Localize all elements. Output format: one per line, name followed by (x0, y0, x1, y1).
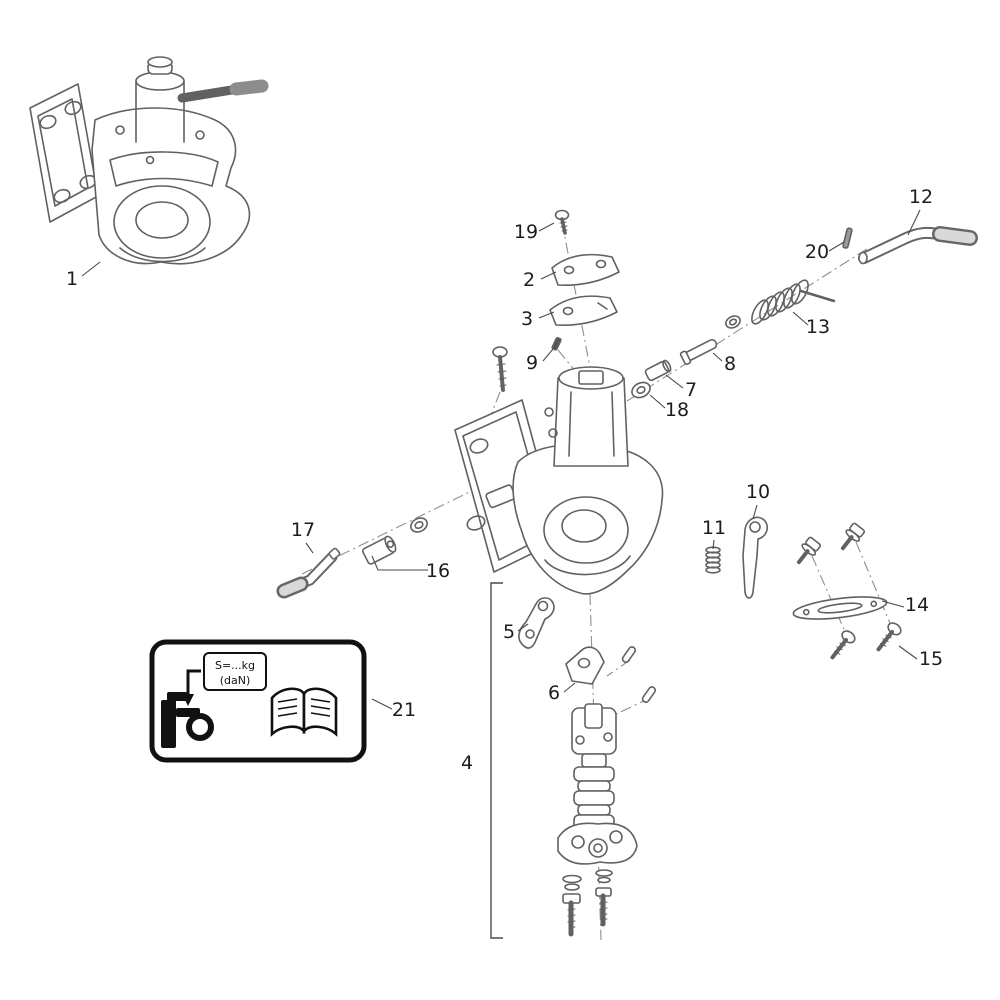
part-1-latch (109, 151, 219, 187)
part-19-screw (554, 209, 570, 235)
callout-15: 15 (919, 648, 943, 670)
part-1-cylinder (135, 81, 185, 143)
callout-19: 19 (514, 221, 538, 243)
callout-1: 1 (66, 268, 78, 290)
callout-16: 16 (426, 560, 450, 582)
axis-bolt-flange (485, 391, 501, 429)
part-8-pin (679, 338, 718, 366)
axis-bolt-left (811, 555, 847, 635)
callout-6: 6 (548, 682, 560, 704)
part-17-handle (276, 547, 341, 599)
callout-11: 11 (702, 517, 726, 539)
callout-18: 18 (665, 399, 689, 421)
part-15-screw-bottom-left (830, 630, 856, 660)
part-4-washer-a (562, 874, 582, 884)
part-15-bolt-top-right (840, 522, 866, 551)
part-2-latch-plate (551, 253, 620, 287)
decal-hitch-icon (161, 692, 214, 748)
part-15-bolt-top-left (796, 536, 822, 565)
part-16-sleeve (362, 517, 428, 565)
axis-bolt-right (855, 541, 893, 629)
part-15-screw-bottom-right (876, 622, 902, 652)
decal-load-box (203, 652, 267, 691)
callout-9: 9 (526, 352, 538, 374)
callout-labels: 1 2 3 4 5 6 7 8 9 10 11 12 13 14 15 16 1… (66, 186, 943, 774)
part-21-decal: S=...kg (daN) (149, 639, 367, 763)
part-7-bushing (644, 359, 672, 382)
part-20-pin (842, 227, 853, 249)
decal-unit-text: (daN) (220, 674, 251, 687)
part-16-washer (410, 517, 428, 533)
part-6-yoke (565, 646, 657, 704)
part-1-assembled-view (29, 56, 269, 265)
callout-21: 21 (392, 699, 416, 721)
part-4-lower-coupling (557, 703, 638, 937)
leader-lines (81, 209, 921, 710)
part-6-pin-a (621, 646, 637, 664)
part-10-lever (742, 516, 768, 599)
main-body-assembly (454, 366, 664, 595)
callout-10: 10 (746, 481, 770, 503)
callout-5: 5 (503, 621, 515, 643)
callout-7: 7 (685, 379, 697, 401)
part-1-handle-grip (229, 79, 269, 96)
part-5-link (518, 597, 555, 649)
callout-8: 8 (724, 353, 736, 375)
callout-14: 14 (905, 594, 929, 616)
callout-12: 12 (909, 186, 933, 208)
part-9-pin (492, 336, 562, 392)
callout-2: 2 (523, 269, 535, 291)
tower (553, 377, 629, 467)
part-3-latch-plate (549, 295, 618, 327)
part-11-spring (705, 546, 721, 574)
callout-4: 4 (461, 752, 473, 774)
part-14-plate (792, 596, 888, 620)
callout-13: 13 (806, 316, 830, 338)
decal-manual-book-icon (270, 687, 338, 737)
spring-washer (725, 315, 741, 329)
tower-opening (578, 370, 604, 385)
callout-20: 20 (805, 241, 829, 263)
callout-17: 17 (291, 519, 315, 541)
part-4-bracket (490, 582, 503, 939)
part-6-pin-b (641, 686, 657, 704)
part-4-washer-b (595, 869, 613, 877)
axis-main-diagonal (555, 246, 871, 447)
callout-3: 3 (521, 308, 533, 330)
part-18-washer (631, 381, 651, 399)
part-13-spring (751, 279, 836, 325)
part-12-handle (858, 226, 978, 265)
decal-load-text: S=...kg (215, 659, 255, 672)
